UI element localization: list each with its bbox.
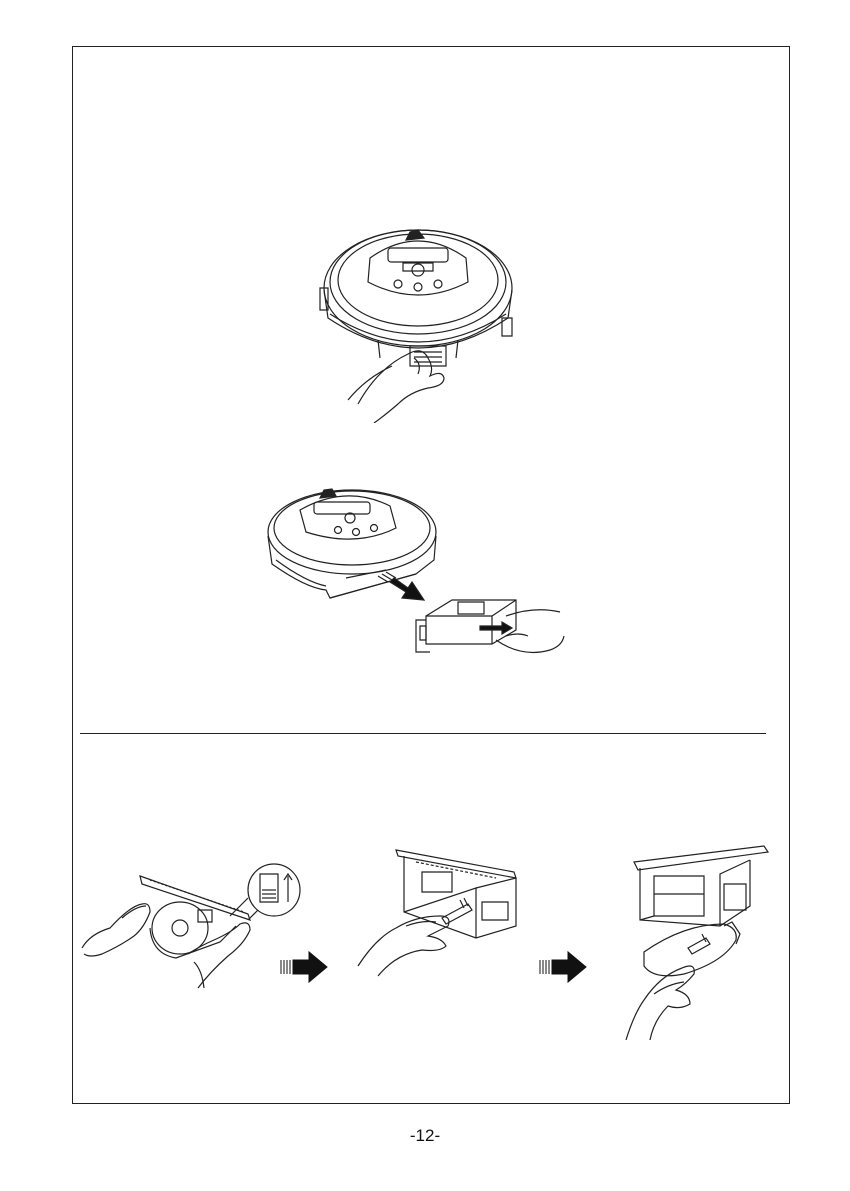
right-arrow-icon (279, 950, 329, 984)
dustbin-brush-illustration (624, 844, 774, 1040)
right-arrow-icon (538, 950, 588, 984)
robot-handle-grip-illustration (318, 218, 518, 423)
page-number: -12- (0, 1126, 850, 1146)
section-divider (80, 733, 766, 734)
motion-arrow-icon (378, 572, 424, 600)
filter-brush-illustration (356, 842, 536, 977)
dustbin-removal-illustration (266, 486, 566, 661)
